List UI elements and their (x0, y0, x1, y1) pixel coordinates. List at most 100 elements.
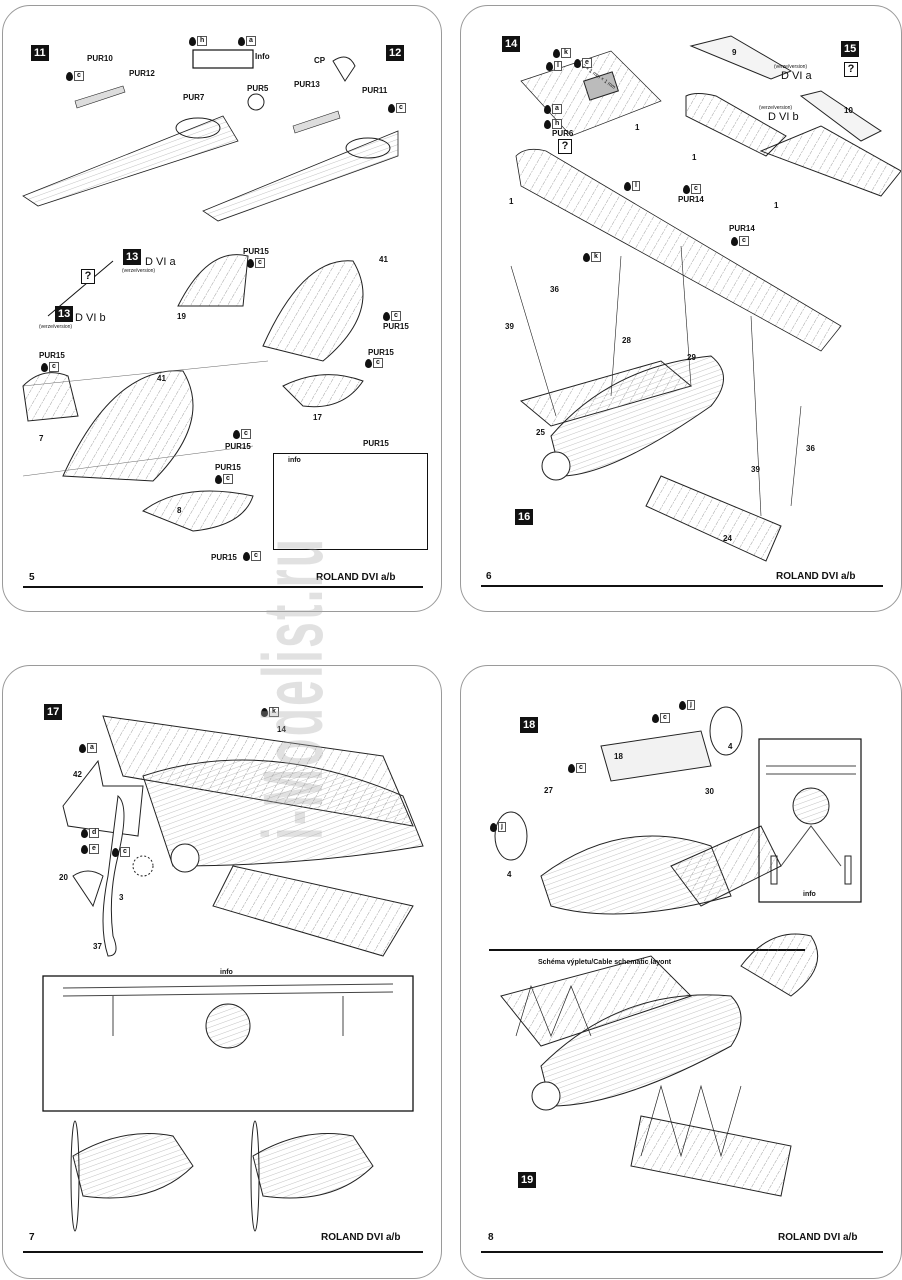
question-icon: ? (81, 269, 95, 284)
page-number: 7 (29, 1232, 35, 1243)
paint-drop-icon (81, 828, 88, 838)
paint-code: c (383, 311, 401, 321)
paint-code: e (81, 844, 99, 854)
paint-drop-icon (247, 258, 254, 268)
step-19-badge: 19 (518, 1172, 537, 1188)
part-label: CP (314, 56, 326, 65)
paint-code: l (546, 61, 562, 71)
part-number: 28 (622, 336, 631, 345)
step-12-badge: 12 (386, 45, 405, 61)
info-label: info (288, 457, 301, 464)
paint-code: l (624, 181, 640, 191)
page-number: 5 (29, 572, 35, 583)
part-number: 9 (732, 48, 737, 57)
info-label: info (220, 969, 233, 976)
part-label: PUR7 (183, 93, 205, 102)
version-caption: (verze/version) (759, 105, 793, 111)
step-14-badge: 14 (502, 36, 521, 52)
part-label: PUR14 (678, 195, 704, 204)
paint-code: c (233, 429, 251, 439)
instruction-page-7: 17 k 14 a 42 d e c 20 3 37 info 7 ROLAND… (2, 665, 442, 1279)
schema-title: Schéma výpletu/Cable schematic layont (538, 959, 672, 966)
info-label: info (803, 891, 816, 898)
part-label: PUR15 (368, 348, 394, 357)
part-number: 41 (157, 374, 166, 383)
part-number: 41 (379, 255, 388, 264)
assembly-drawing-undercarriage (489, 706, 862, 1197)
paint-drop-icon (66, 71, 73, 81)
version-a-label: D VI a (145, 256, 176, 268)
paint-drop-icon (41, 362, 48, 372)
paint-drop-icon (546, 61, 553, 71)
part-number: 30 (705, 787, 714, 796)
part-number: 8 (177, 506, 182, 515)
part-label: PUR11 (362, 86, 388, 95)
paint-drop-icon (79, 743, 86, 753)
instruction-page-8: 18 j c 18 4 c 27 j 30 4 info Schéma výpl… (460, 665, 902, 1279)
part-label: PUR10 (87, 54, 113, 63)
paint-code: c (568, 763, 586, 773)
footer-rule (481, 1251, 883, 1253)
page-number: 6 (486, 571, 492, 582)
footer-rule (23, 586, 423, 588)
paint-code: k (261, 707, 279, 717)
part-number: 17 (313, 413, 322, 422)
footer-rule (23, 1251, 423, 1253)
paint-drop-icon (544, 104, 551, 114)
footer-title: ROLAND DVI a/b (778, 1232, 858, 1243)
part-number: 20 (59, 873, 68, 882)
part-label: PUR15 (243, 247, 269, 256)
paint-code: a (79, 743, 97, 753)
paint-code: a (238, 36, 256, 46)
part-number: 1 (635, 123, 640, 132)
watermark: i-Modelist.ru (246, 536, 340, 840)
part-number: 1 (774, 201, 779, 210)
part-number: 36 (806, 444, 815, 453)
part-number: 1 (692, 153, 697, 162)
part-number: 1 (509, 197, 514, 206)
part-number: 7 (39, 434, 44, 443)
part-number: 37 (93, 942, 102, 951)
part-number: 29 (687, 353, 696, 362)
paint-drop-icon (383, 311, 390, 321)
part-number: 3 (119, 893, 124, 902)
part-number: 14 (277, 725, 286, 734)
step-17-badge: 17 (44, 704, 63, 720)
info-label: Info (255, 52, 270, 61)
version-caption: (verze/version) (122, 268, 156, 274)
step-18-badge: 18 (520, 717, 539, 733)
paint-code: c (112, 847, 130, 857)
part-number: 24 (723, 534, 732, 543)
instruction-page-6: 14 k l e 2 × 1 mm × 1 mm a h PUR6 ? 1 9 … (460, 5, 902, 612)
paint-code: c (247, 258, 265, 268)
part-number: 27 (544, 786, 553, 795)
paint-code: c (243, 551, 261, 561)
part-label: PUR13 (294, 80, 320, 89)
paint-drop-icon (568, 763, 575, 773)
part-number: 10 (844, 106, 853, 115)
instruction-page-5: 11 12 PUR10 c PUR12 PUR7 h a Info PUR5 C… (2, 5, 442, 612)
paint-code: c (215, 474, 233, 484)
paint-drop-icon (553, 48, 560, 58)
part-number: 39 (751, 465, 760, 474)
paint-drop-icon (238, 36, 245, 46)
paint-code: c (388, 103, 406, 113)
paint-code: e (574, 58, 592, 68)
step-13b-badge: 13 (55, 306, 74, 322)
part-label: PUR15 (211, 553, 237, 562)
assembly-drawing-wings (510, 35, 901, 562)
step-15-badge: 15 (841, 41, 860, 57)
footer-title: ROLAND DVI a/b (321, 1232, 401, 1243)
part-label: PUR12 (129, 69, 155, 78)
part-number: 18 (614, 752, 623, 761)
step-11-badge: 11 (31, 45, 49, 61)
paint-drop-icon (583, 252, 590, 262)
paint-drop-icon (574, 58, 581, 68)
part-number: 39 (505, 322, 514, 331)
question-icon: ? (558, 139, 572, 154)
paint-drop-icon (243, 551, 250, 561)
footer-title: ROLAND DVI a/b (316, 572, 396, 583)
paint-code: h (544, 119, 563, 129)
paint-code: c (41, 362, 59, 372)
paint-drop-icon (731, 236, 738, 246)
